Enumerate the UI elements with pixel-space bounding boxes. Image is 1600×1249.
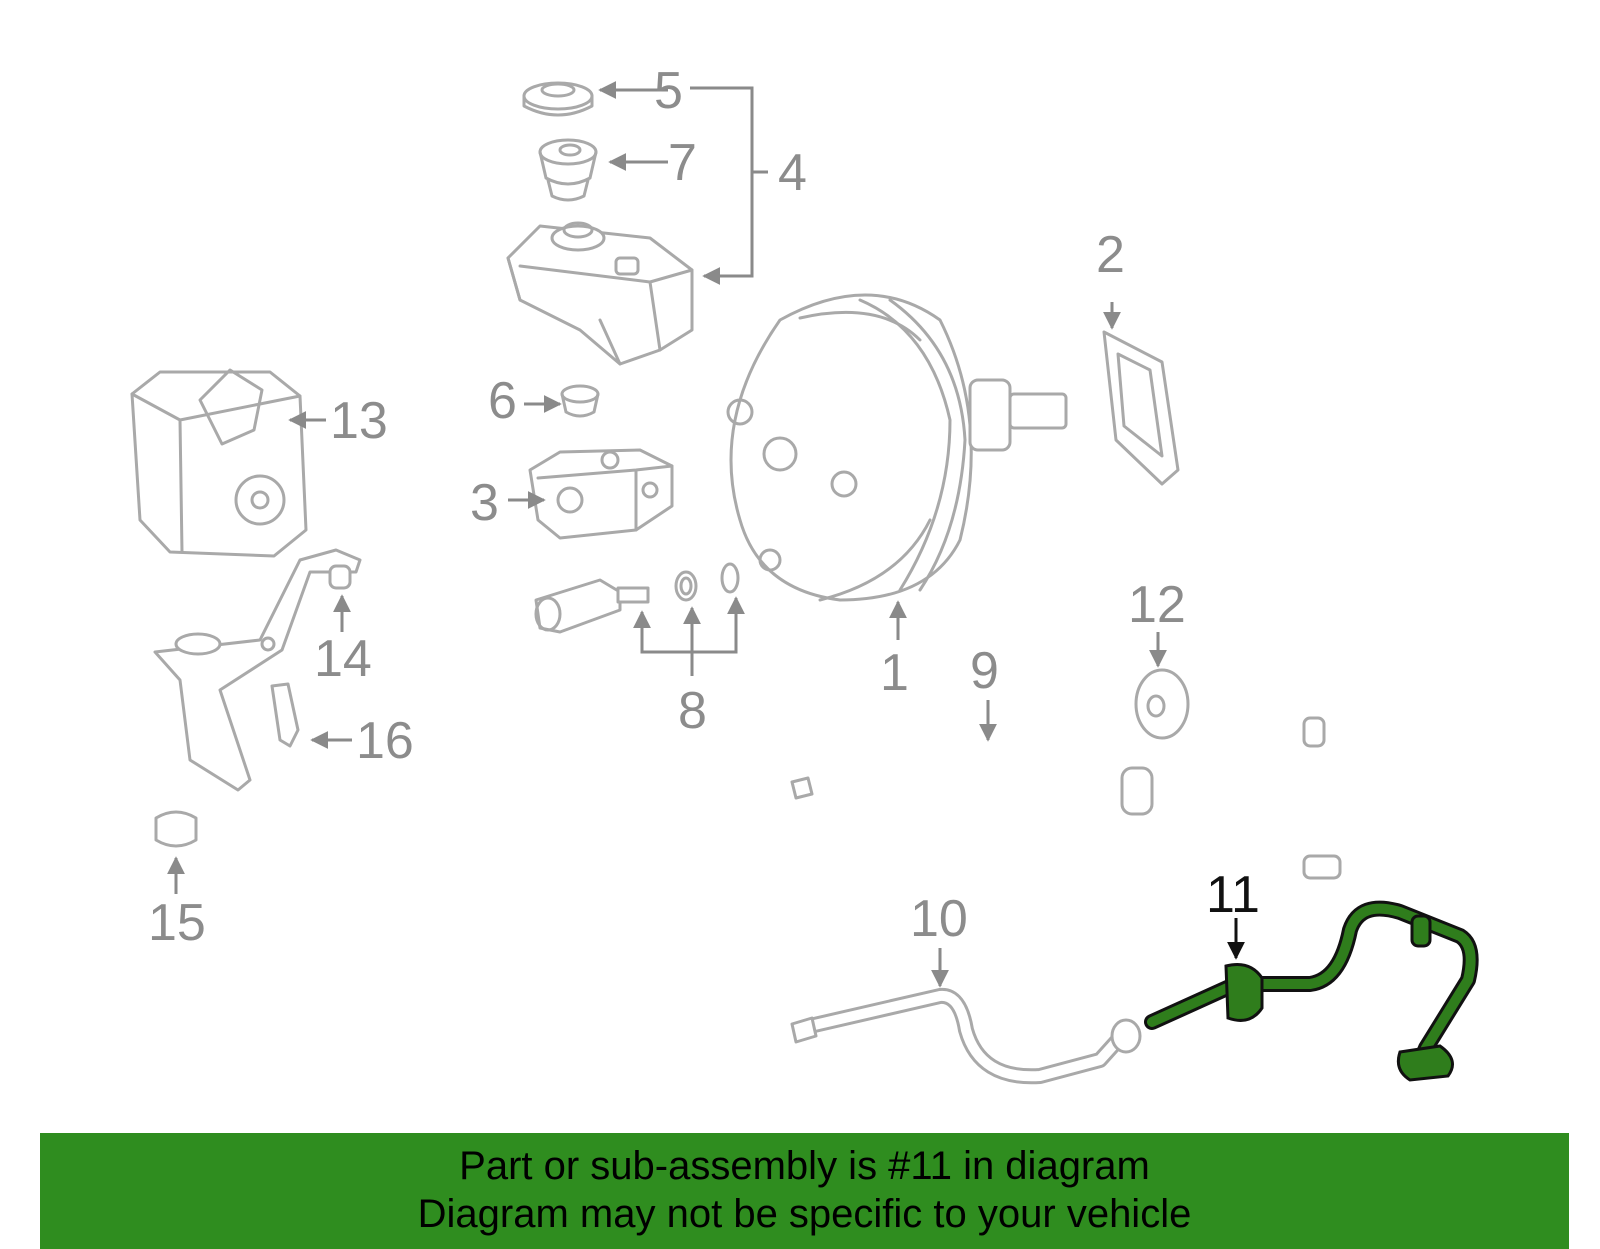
part-2-booster-gasket[interactable] bbox=[1102, 330, 1180, 486]
callout-10: 10 bbox=[910, 890, 968, 948]
callout-13: 13 bbox=[330, 392, 388, 450]
banner-disclaimer: Diagram may not be specific to your vehi… bbox=[417, 1192, 1192, 1236]
callout-9: 9 bbox=[970, 642, 999, 700]
part-12-grommet[interactable] bbox=[1134, 668, 1190, 740]
part-11-vacuum-hose-highlighted[interactable] bbox=[1144, 900, 1479, 1082]
part-13-abs-modulator[interactable] bbox=[130, 368, 308, 558]
callout-3: 3 bbox=[470, 474, 499, 532]
part-1-brake-booster[interactable] bbox=[726, 293, 1068, 602]
callout-11: 11 bbox=[1206, 866, 1260, 924]
part-6-grommet[interactable] bbox=[560, 384, 600, 418]
callout-8: 8 bbox=[678, 682, 707, 740]
callout-7: 7 bbox=[668, 134, 697, 192]
part-bracket-abs[interactable] bbox=[153, 548, 362, 792]
part-4-fluid-reservoir[interactable] bbox=[506, 221, 694, 366]
callout-16: 16 bbox=[356, 712, 414, 770]
part-10-vacuum-hose[interactable] bbox=[790, 987, 1142, 1085]
callout-labels: 1 2 3 4 5 6 7 8 9 10 11 12 13 14 15 16 bbox=[148, 62, 1260, 952]
part-15-mount[interactable] bbox=[154, 810, 198, 848]
part-8-seal-kit[interactable] bbox=[534, 562, 740, 634]
banner-part-notice: Part or sub-assembly is #11 in diagram bbox=[459, 1144, 1150, 1188]
part-14-bushing[interactable] bbox=[328, 564, 352, 590]
part-3-master-cylinder[interactable] bbox=[528, 448, 674, 540]
part-7-filter-insert[interactable] bbox=[538, 138, 598, 202]
part-16-stud[interactable] bbox=[270, 682, 300, 748]
callout-4: 4 bbox=[778, 144, 807, 202]
part-9-vacuum-hose[interactable] bbox=[790, 704, 1370, 880]
info-banner: Part or sub-assembly is #11 in diagram D… bbox=[40, 1133, 1569, 1249]
callout-2: 2 bbox=[1096, 226, 1125, 284]
callout-14: 14 bbox=[314, 630, 372, 688]
parts-diagram: 1 2 3 4 5 6 7 8 9 10 11 12 13 14 15 16 bbox=[130, 62, 1479, 1085]
leader-lines bbox=[167, 81, 1245, 988]
callout-15: 15 bbox=[148, 894, 206, 952]
callout-6: 6 bbox=[488, 372, 517, 430]
part-5-reservoir-cap[interactable] bbox=[522, 81, 594, 117]
callout-1: 1 bbox=[880, 644, 909, 702]
callout-12: 12 bbox=[1128, 576, 1186, 634]
callout-5: 5 bbox=[654, 62, 683, 120]
